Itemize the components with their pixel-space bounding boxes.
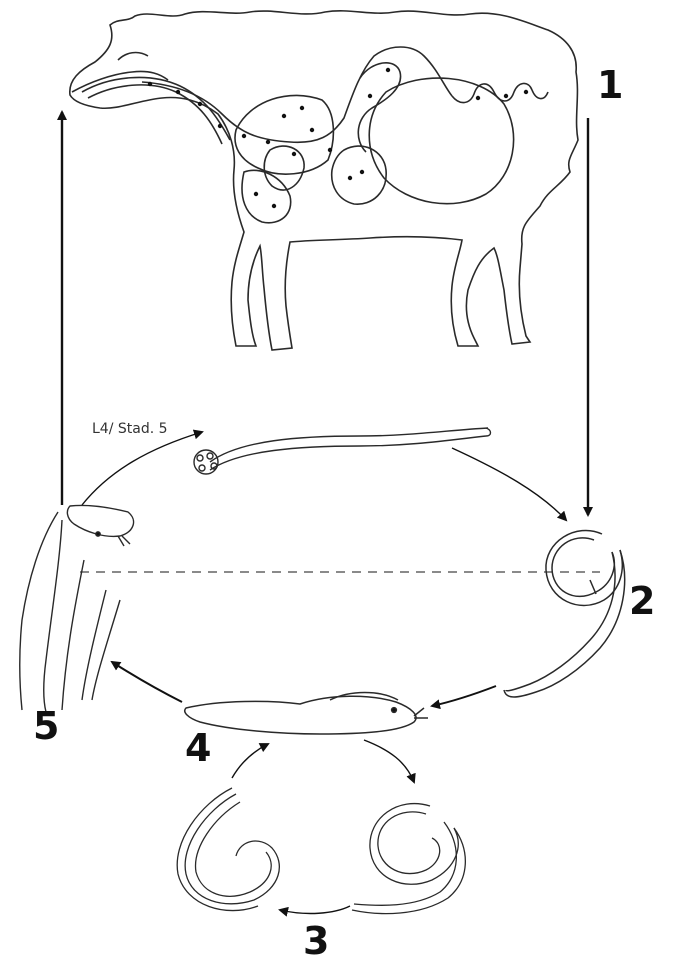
snail-host-on-grass (20, 505, 134, 712)
sheep-host-illustration (70, 11, 578, 350)
stage-label-2: 2 (629, 582, 655, 620)
stage-label-1: 1 (597, 66, 623, 104)
arrow-l4-to-larva (452, 448, 566, 520)
trachea-inner (88, 85, 222, 144)
sheep-outline (70, 11, 578, 350)
l4-stage-caption: L4/ Stad. 5 (92, 422, 168, 436)
intestine-coils (452, 83, 548, 102)
arrow-larvae-to-slug (232, 744, 268, 778)
stage-label-3: 3 (303, 922, 329, 960)
vessel-loop (358, 63, 400, 152)
heart (264, 146, 304, 190)
coiled-larva-right (352, 804, 465, 914)
stage-label-5: 5 (33, 707, 59, 745)
l4-stage5-worm (194, 428, 491, 474)
arrow-slug-to-larvae (364, 740, 414, 782)
free-larva (504, 530, 625, 697)
coiled-larva-left (177, 788, 279, 911)
arrow-slug-to-snail (112, 662, 182, 702)
stage-label-4: 4 (185, 729, 211, 767)
slug-host (185, 693, 428, 735)
rumen (369, 78, 513, 204)
abomasum (332, 146, 386, 204)
arrow-larva-to-slug (432, 686, 496, 706)
sheep-ear (118, 53, 148, 60)
arrow-snail-to-l4 (82, 432, 202, 505)
arrow-larva-right-to-left (280, 906, 350, 913)
migrating-larvae-dots (148, 68, 528, 208)
